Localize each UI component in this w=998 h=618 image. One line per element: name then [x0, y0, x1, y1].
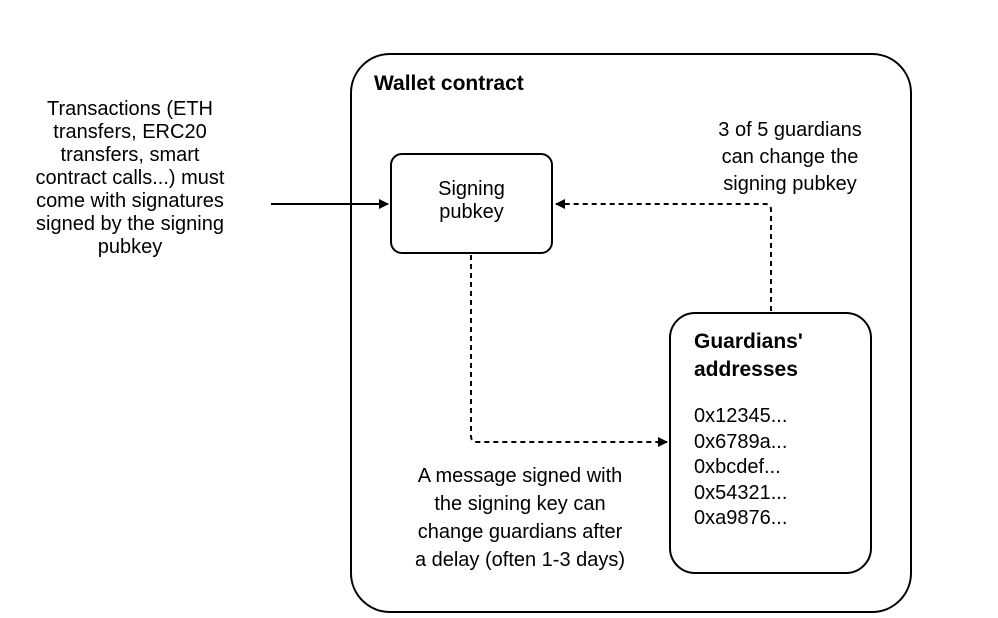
transactions-annotation: Transactions (ETH transfers, ERC20 trans…	[35, 98, 225, 258]
wallet-contract-title: Wallet contract	[374, 72, 524, 95]
guardian-address: 0x12345...	[694, 405, 788, 427]
guardians-to-signing-arrow	[555, 199, 772, 311]
guardian-address: 0x54321...	[694, 481, 788, 504]
guardian-address-list: 0x12345... 0x6789a... 0xbcdef... 0x54321…	[694, 404, 787, 532]
guardian-address: 0xbcdef...	[694, 456, 781, 478]
guardians-addresses-title: Guardians' addresses	[694, 330, 803, 381]
signing-to-guardians-arrow	[470, 255, 668, 447]
message-change-annotation: A message signed with the signing key ca…	[414, 465, 626, 571]
signing-pubkey-label: Signing pubkey	[438, 178, 505, 223]
guardian-address: 0x6789a...	[694, 430, 788, 453]
guardians-change-annotation: 3 of 5 guardians can change the signing …	[718, 119, 862, 195]
guardians-addresses-box	[669, 312, 872, 574]
signing-pubkey-box	[390, 153, 553, 254]
guardian-address: 0xa9876...	[694, 507, 788, 529]
